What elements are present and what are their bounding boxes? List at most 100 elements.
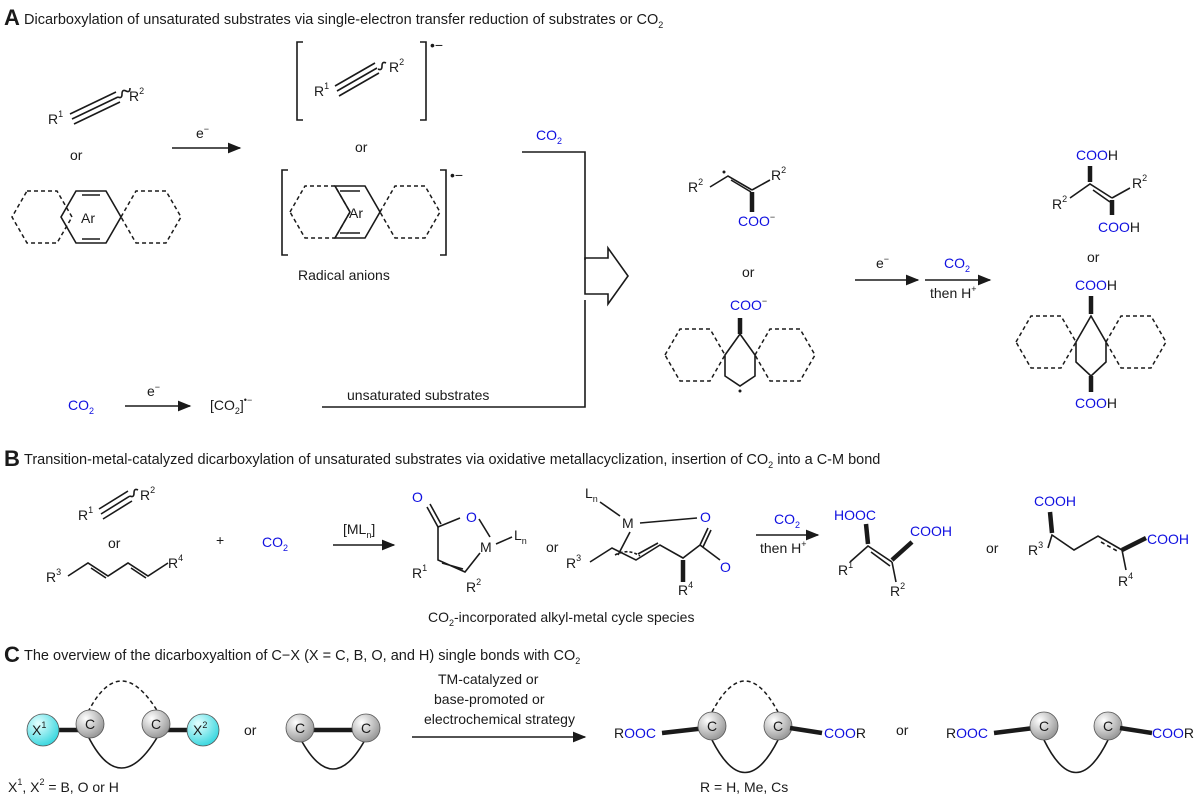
svg-text:R1: R1 — [78, 505, 93, 523]
plus-b: + — [216, 532, 224, 548]
svg-text:R2: R2 — [129, 86, 144, 104]
arene-reactant: Ar — [11, 190, 182, 244]
electron-a2: e− — [147, 382, 160, 399]
svg-text:COO−: COO− — [738, 212, 775, 229]
svg-text:R2: R2 — [688, 177, 703, 195]
svg-text:COOH: COOH — [1034, 493, 1076, 509]
metallacycle-2: Ln M O R3 R4 O — [566, 485, 731, 598]
x-legend: X1, X2 = B, O or H — [8, 777, 119, 795]
section-c-title: The overview of the dicarboxyaltion of C… — [24, 648, 580, 666]
svg-text:COOH: COOH — [1076, 147, 1118, 163]
svg-text:M: M — [622, 515, 634, 531]
svg-text:X1: X1 — [32, 720, 46, 738]
svg-text:COOH: COOH — [1075, 395, 1117, 411]
svg-text:R2: R2 — [1052, 194, 1067, 212]
strategy-line-1: TM-catalyzed or — [438, 671, 539, 687]
svg-text:Ar: Ar — [81, 210, 95, 226]
co2-radical-anion: [CO2]•− — [210, 395, 252, 416]
section-c-letter: C — [4, 642, 20, 667]
section-b: B Transition-metal-catalyzed dicarboxyla… — [4, 446, 1189, 628]
svg-text:COOH: COOH — [1147, 531, 1189, 547]
svg-text:C: C — [773, 718, 783, 734]
svg-text:COOR: COOR — [1152, 725, 1194, 741]
svg-text:R3: R3 — [46, 567, 61, 585]
svg-text:C: C — [295, 720, 305, 736]
then-h-b: then H+ — [760, 539, 807, 556]
intermediate-alkene: R2 R2 COO− — [688, 165, 786, 229]
svg-text:C: C — [151, 716, 161, 732]
diene-b: R3 R4 — [46, 553, 183, 585]
svg-text:•−: •− — [450, 167, 463, 183]
then-h-a: then H+ — [930, 284, 977, 301]
or-a1: or — [70, 147, 83, 163]
unsaturated-substrates-label: unsaturated substrates — [347, 387, 489, 403]
co2-a3: CO2 — [944, 255, 970, 274]
svg-text:C: C — [361, 720, 371, 736]
svg-text:C: C — [707, 718, 717, 734]
svg-text:O: O — [412, 489, 423, 505]
product-c-chain: ROOC C C COOR — [946, 711, 1194, 774]
co2-a1: CO2 — [536, 127, 562, 146]
svg-text:Ln: Ln — [514, 527, 527, 546]
co2-a2: CO2 — [68, 397, 94, 416]
svg-text:ROOC: ROOC — [614, 725, 656, 741]
svg-text:C: C — [1103, 718, 1113, 734]
svg-text:R2: R2 — [1132, 173, 1147, 191]
open-arrow — [584, 245, 629, 307]
svg-text:COO−: COO− — [730, 296, 767, 313]
section-a-title: Dicarboxylation of unsaturated substrate… — [24, 12, 663, 30]
product-b-diene: COOH R3 COOH R4 — [1028, 493, 1189, 589]
radical-anions-label: Radical anions — [298, 267, 390, 283]
section-b-title: Transition-metal-catalyzed dicarboxylati… — [24, 452, 880, 470]
section-c: C The overview of the dicarboxyaltion of… — [4, 642, 1194, 795]
svg-text:R1: R1 — [48, 109, 63, 127]
electron-a1: e− — [196, 124, 209, 141]
svg-text:R2: R2 — [890, 581, 905, 599]
svg-text:R4: R4 — [1118, 571, 1133, 589]
species-label: CO2-incorporated alkyl-metal cycle speci… — [428, 609, 694, 628]
svg-text:ROOC: ROOC — [946, 725, 988, 741]
svg-text:R2: R2 — [771, 165, 786, 183]
product-arene-diacid: COOH COOH — [1015, 277, 1167, 411]
or-c1: or — [244, 722, 257, 738]
intermediate-arene: COO− — [664, 296, 816, 393]
svg-text:R4: R4 — [168, 553, 183, 571]
radical-anion-arene: •− Ar — [281, 167, 463, 256]
strategy-line-3: electrochemical strategy — [424, 711, 575, 727]
svg-text:O: O — [720, 559, 731, 575]
svg-text:O: O — [700, 509, 711, 525]
svg-text:M: M — [480, 539, 492, 555]
or-a2: or — [355, 139, 368, 155]
svg-text:R1: R1 — [412, 563, 427, 581]
svg-text:R2: R2 — [466, 577, 481, 595]
product-b-alkene: HOOC R1 COOH R2 — [834, 507, 952, 599]
product-c-ring: ROOC C C COOR — [614, 680, 866, 774]
substrate-route-line — [322, 300, 586, 408]
svg-text:COOR: COOR — [824, 725, 866, 741]
cc-bond-substrate: C C — [285, 713, 381, 770]
svg-text:•−: •− — [430, 37, 443, 53]
alkyne-reactant: R1 R2 — [48, 86, 144, 127]
or-b3: or — [986, 540, 999, 556]
svg-text:HOOC: HOOC — [834, 507, 876, 523]
svg-text:O: O — [466, 509, 477, 525]
svg-text:Ar: Ar — [349, 205, 363, 221]
svg-text:R1: R1 — [838, 560, 853, 578]
or-b2: or — [546, 539, 559, 555]
cx-bond-substrate: X1 C C X2 — [26, 680, 220, 769]
metallacycle-1: O O M Ln R1 R2 — [412, 489, 527, 595]
co2-b2: CO2 — [774, 511, 800, 530]
section-b-letter: B — [4, 446, 20, 471]
co2-b1: CO2 — [262, 534, 288, 553]
svg-text:C: C — [85, 716, 95, 732]
section-a: A Dicarboxylation of unsaturated substra… — [4, 5, 1167, 416]
co2-route-line — [522, 151, 586, 260]
svg-text:COOH: COOH — [1075, 277, 1117, 293]
radical-anion-alkyne: •− R1 R2 — [296, 37, 443, 121]
or-a4: or — [1087, 249, 1100, 265]
svg-text:COOH: COOH — [1098, 219, 1140, 235]
svg-text:R1: R1 — [314, 81, 329, 99]
product-alkene-diacid: COOH R2 R2 COOH — [1052, 147, 1147, 235]
alkyne-b: R1 R2 — [78, 485, 155, 523]
